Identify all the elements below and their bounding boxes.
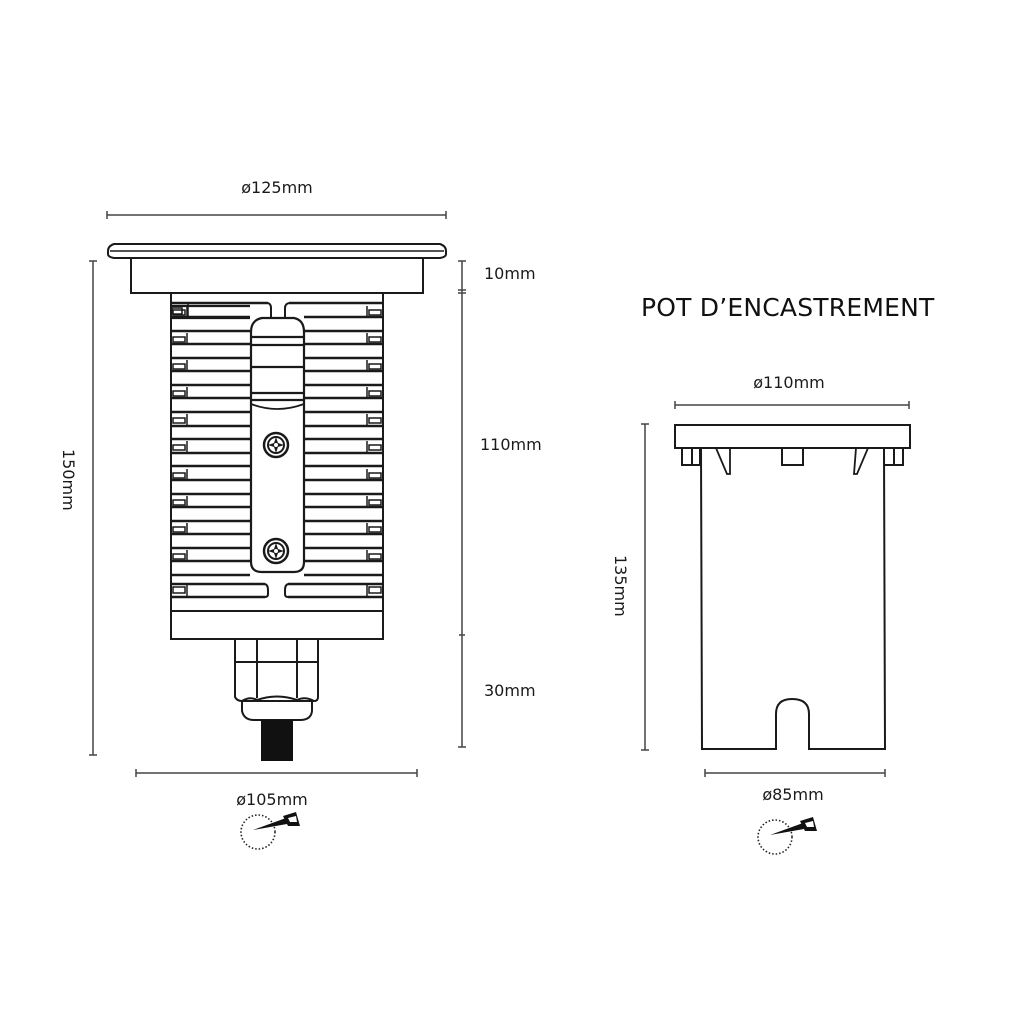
saw-cut-circle-icon xyxy=(757,817,817,855)
box-height-label: 135mm xyxy=(611,555,630,617)
heatsink-fin-rows xyxy=(172,301,382,599)
screw-icon-bottom xyxy=(262,537,290,565)
body-height-label: 110mm xyxy=(480,435,542,454)
heatsink-body xyxy=(170,292,384,640)
screw-icon-top xyxy=(262,431,290,459)
dim-line-segments xyxy=(458,260,466,748)
flange-height-label: 10mm xyxy=(484,264,536,283)
box-top-diameter-label: ø110mm xyxy=(753,373,825,392)
dim-line-cutout xyxy=(135,769,418,777)
total-height-label: 150mm xyxy=(59,449,78,511)
flange xyxy=(107,243,447,294)
recessed-box-title: POT D’ENCASTREMENT xyxy=(641,293,935,322)
dim-line-total-height xyxy=(89,260,97,756)
saw-cut-circle-icon xyxy=(240,812,300,850)
dim-line-top-diameter xyxy=(106,211,447,219)
top-diameter-label: ø125mm xyxy=(241,178,313,197)
dim-line-box-height xyxy=(641,423,649,751)
recessed-box-drawing xyxy=(674,424,911,750)
power-cable xyxy=(261,720,293,761)
cable-gland xyxy=(234,639,319,721)
box-cutout-diameter-label: ø85mm xyxy=(762,785,824,804)
dim-line-box-bottom xyxy=(704,769,886,777)
dim-line-box-top xyxy=(674,401,910,409)
gland-height-label: 30mm xyxy=(484,681,536,700)
cutout-diameter-label: ø105mm xyxy=(236,790,308,809)
